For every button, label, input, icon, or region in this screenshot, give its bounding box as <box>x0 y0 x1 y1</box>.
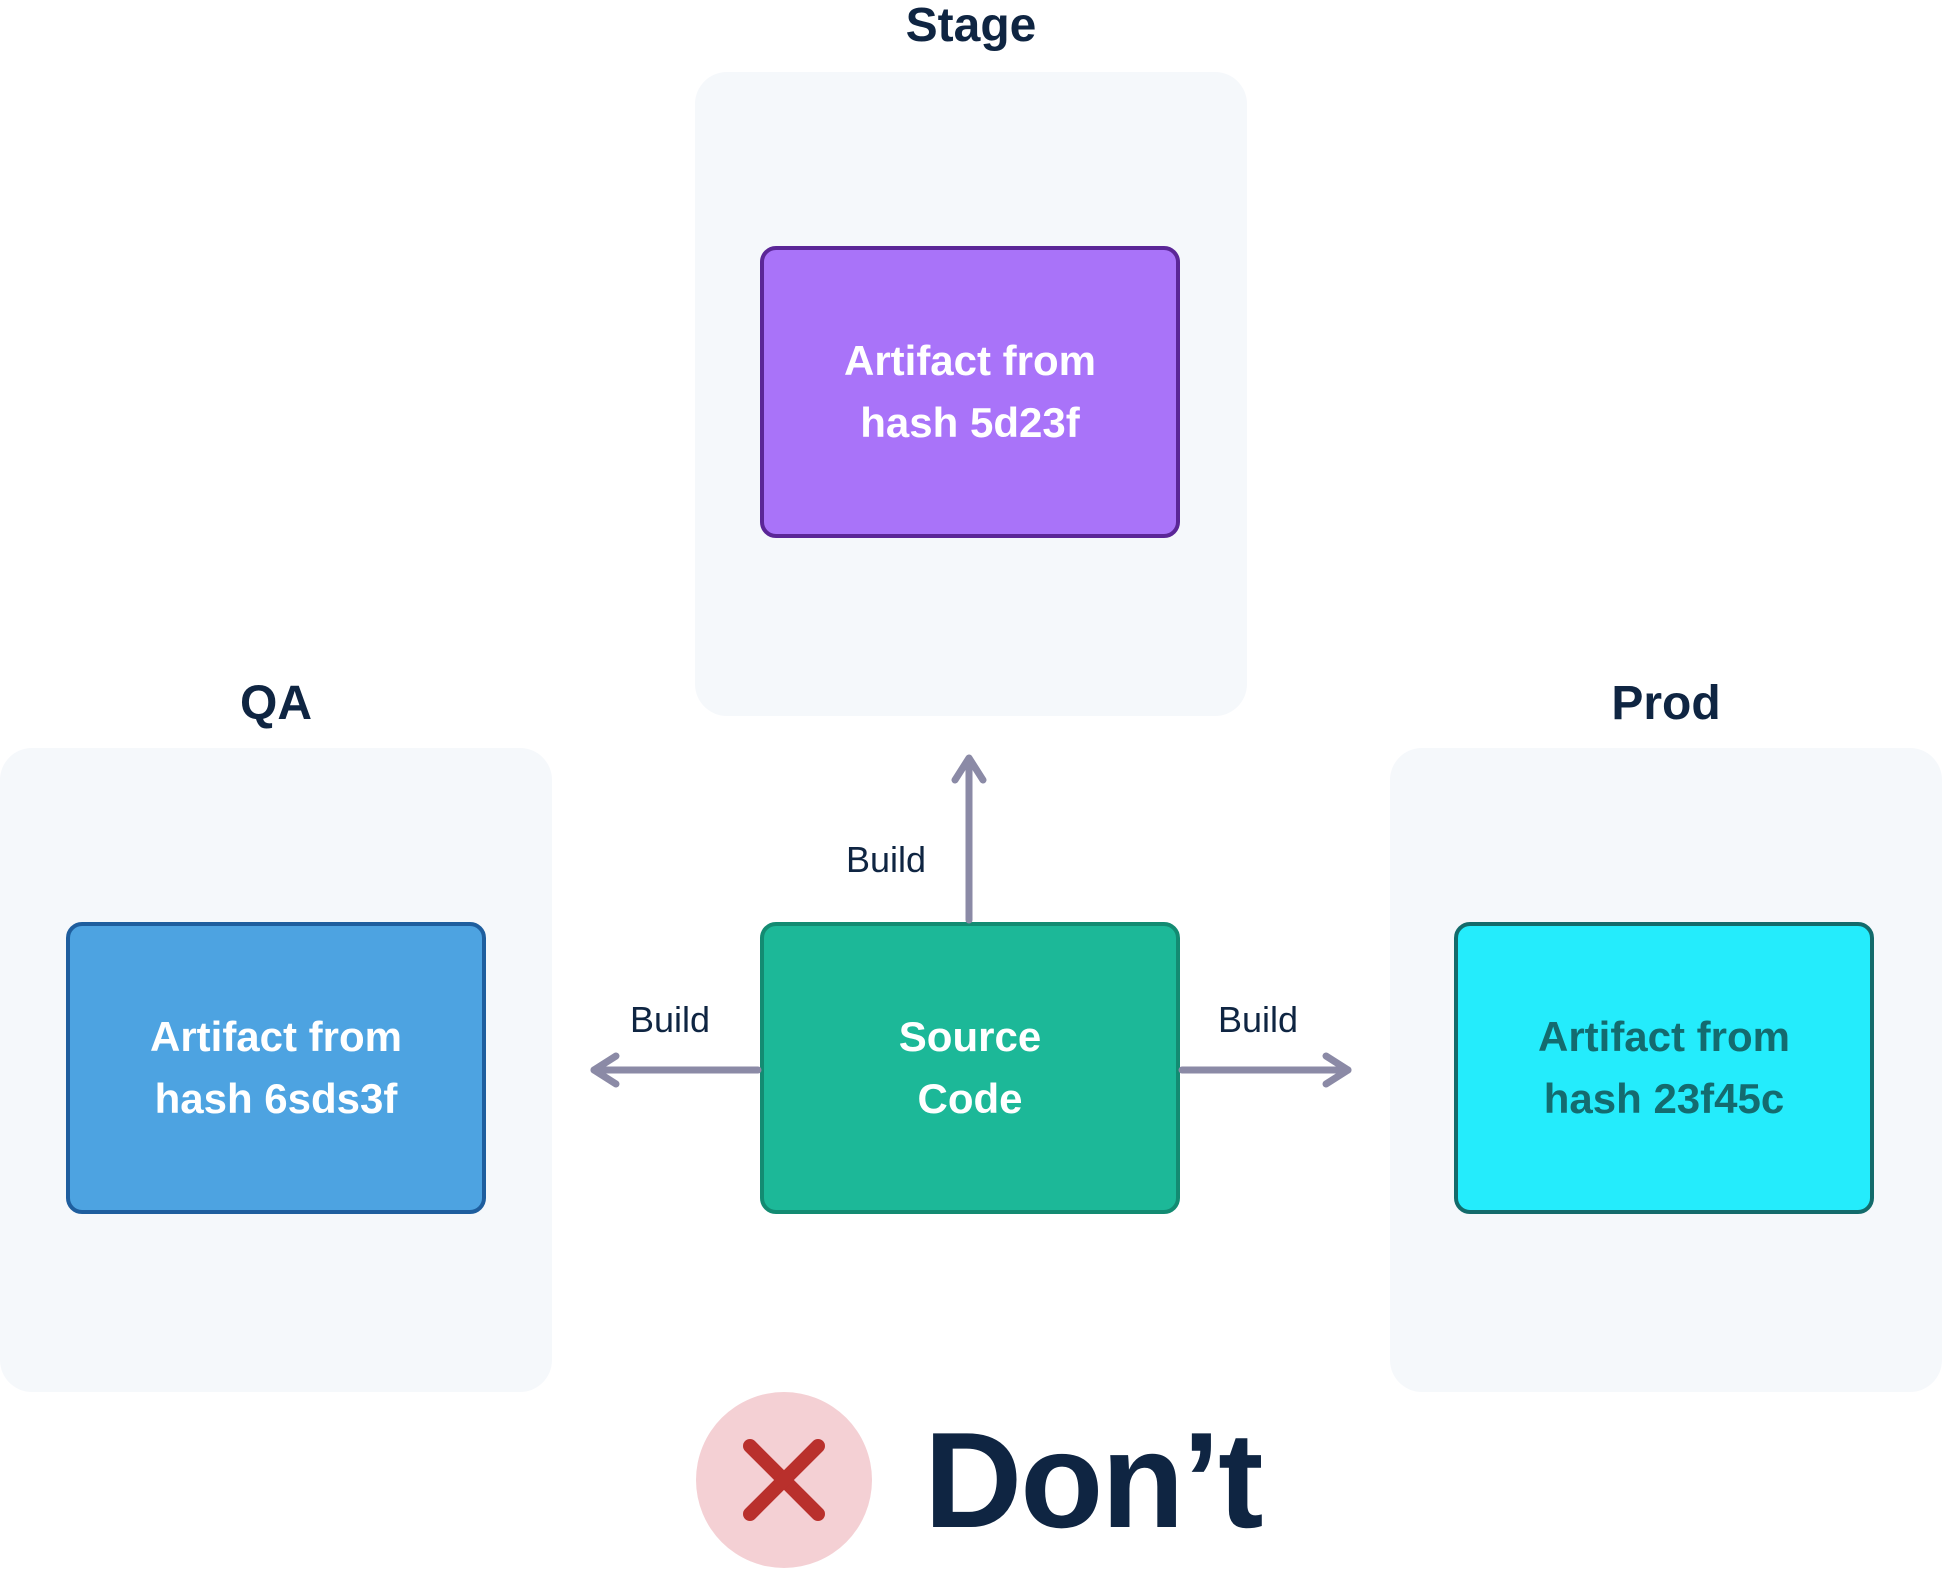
prod-artifact-line1: Artifact from <box>1537 1013 1791 1060</box>
build-arrowhead-right <box>1322 1052 1352 1088</box>
stage-title: Stage <box>905 0 1037 52</box>
qa-title: QA <box>240 677 312 730</box>
qa-artifact-line2: hash 6sds3f <box>154 1075 398 1122</box>
stage-artifact-box: Artifact from hash 5d23f <box>760 246 1180 538</box>
build-label-left: Build <box>630 999 711 1040</box>
source-code-line1: Source <box>898 1013 1042 1060</box>
stage-artifact-line2: hash 5d23f <box>860 399 1080 446</box>
build-arrowhead-up <box>951 754 987 784</box>
build-label-right: Build <box>1218 999 1299 1040</box>
stage-artifact-line1: Artifact from <box>843 337 1097 384</box>
prod-title: Prod <box>1611 677 1721 730</box>
prod-artifact-box: Artifact from hash 23f45c <box>1454 922 1874 1214</box>
qa-artifact-box: Artifact from hash 6sds3f <box>66 922 486 1214</box>
dont-label: Don’t <box>924 1404 1263 1556</box>
prod-artifact-line2: hash 23f45c <box>1543 1075 1785 1122</box>
source-code-box: Source Code <box>760 922 1180 1214</box>
build-arrowhead-left <box>590 1052 620 1088</box>
qa-artifact-line1: Artifact from <box>149 1013 403 1060</box>
close-x-icon <box>696 1392 872 1568</box>
source-code-line2: Code <box>917 1075 1023 1122</box>
build-label-up: Build <box>846 839 927 880</box>
